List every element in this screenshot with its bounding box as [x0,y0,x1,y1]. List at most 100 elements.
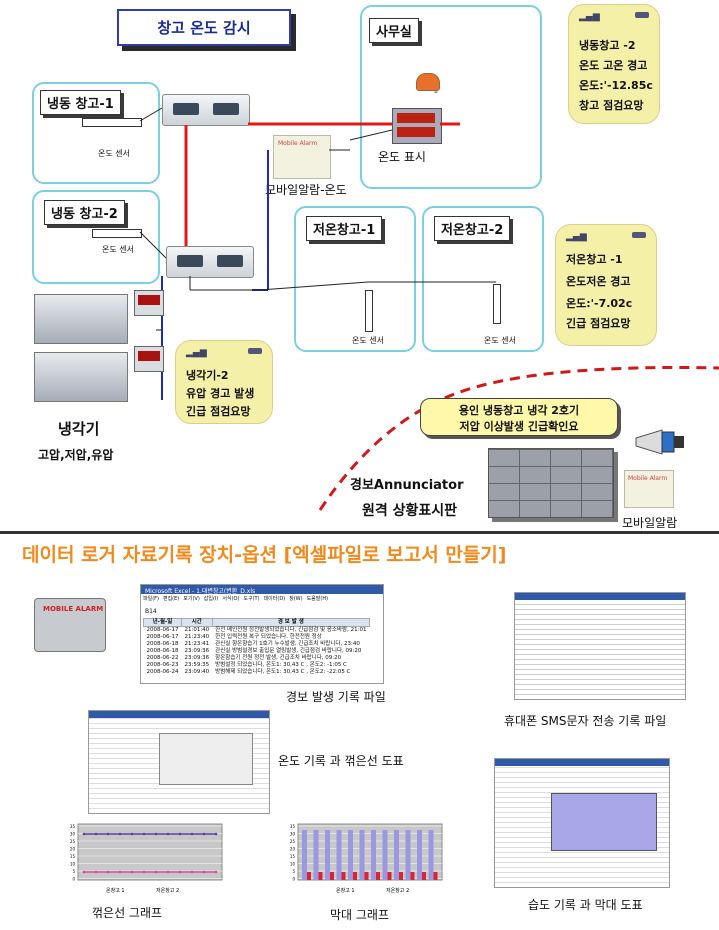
megaphone-icon [632,428,688,456]
data-point [94,870,98,874]
bar-series-2 [353,872,357,880]
bar-series-2 [387,872,392,880]
bar-series-1 [325,830,330,880]
excel-cell: 항온항습기 전원 정전 발생, 긴급조치 바랍니다, 09:20 [215,655,342,661]
tick-label: 35 [70,824,76,829]
chiller-sub: 고압,저압,유압 [38,448,114,462]
excel-cell: 관신실 방범설경보 출입문 열림발생, 긴급점검 바랍니다, 09:20 [215,648,362,654]
excel-cell: 2008-06-17 [146,634,179,640]
chiller-unit [34,294,128,344]
sms-line: 긴급 점검요망 [186,405,251,418]
annunciator-title: 경보Annunciator [350,478,464,493]
tick-label: 0 [292,877,295,882]
tick-label: 10 [70,862,76,867]
data-point [178,870,182,874]
excel-menu-item: 도움말(H) [306,596,329,602]
sensor-label: 온도 센서 [352,336,384,345]
sensor-label: 온도 센서 [102,245,134,254]
excel-cell: 21:01:40 [184,627,210,633]
data-point [82,870,86,874]
data-point [190,832,194,836]
tick-label: 5 [72,869,75,874]
excel-cell: 방범설정 되었습니다, 온도1: 30,43 C , 온도2: -1:05 C [215,662,347,668]
excel-header: 경 보 발 생 [211,618,370,627]
temp-record-sheet [88,710,270,814]
display-caption: 온도 표시 [378,150,426,164]
bar-series-1 [336,830,342,880]
sms-line: 온도 고온 경고 [579,59,648,72]
bar-series-1 [382,830,388,880]
excel-cell: 2008-06-17 [146,627,179,633]
freezer-room-2-label: 냉동 창고-2 [44,200,125,225]
alert-bubble: 용인 냉동창고 냉각 2호기 저압 이상발생 긴급확인요 [420,398,618,436]
sms-line: 유압 경고 발생 [186,387,255,400]
device-text: MOBILE ALARM [43,605,104,613]
bubble-line: 용인 냉동창고 냉각 2호기 [458,404,580,417]
bar-series-1 [359,830,365,880]
chiller-meter [134,290,164,316]
excel-menu-item: 창(W) [289,596,303,602]
temperature-display [392,108,442,144]
excel-menu-item: 데이터(D) [263,596,286,602]
bar-series-2 [364,872,369,880]
controller-box-1 [162,94,250,126]
excel-menu-item: 파일(F) [143,596,159,602]
tick-label: 20 [70,847,76,852]
data-point [82,832,86,836]
data-point [142,832,146,836]
data-point [94,832,98,836]
sms-line: 온도저온 경고 [566,275,631,288]
sms-phone-top: ▂▄▆ 냉동창고 -2 온도 고온 경고 온도:'-12.85c 창고 점검요망 [568,4,660,124]
data-point [106,870,110,874]
excel-menu-item: 보기(V) [183,596,200,602]
excel-cell: 한전 입력전원 복구 되었습니다. 한전전원 정상 [215,634,322,640]
data-point [142,870,146,874]
cold-room-2-label: 저온창고-2 [434,216,511,241]
section-divider [0,531,719,534]
data-point [118,870,122,874]
bar-series-2 [376,872,380,880]
signal-icon: ▂▄▆ [186,348,207,358]
battery-icon [635,12,649,18]
logger-heading: 데이터 로거 자료기록 장치-옵션 [엑셀파일로 보고서 만들기] [22,544,507,566]
excel-alarm-log: Microsoft Excel - 1.대변창고(변환_D.xls 파일(F)편… [140,584,384,684]
annunciator-panel [488,448,614,518]
tick-label: 15 [290,854,296,859]
tick-label: 20 [290,847,296,852]
tick-label: 30 [290,832,296,837]
excel-header: 년-월-일 [143,618,182,627]
excel-menu-item: 서식(O) [222,596,240,602]
excel-menu-item: 편집(E) [162,596,180,602]
bar-series-1 [302,830,307,880]
bubble-line: 저압 이상발생 긴급확인요 [459,420,579,433]
wiring-diagram [139,107,719,511]
cold-room-1-label: 저온창고-1 [306,216,383,241]
device-text: Mobile Alarm [278,140,318,147]
excel-cell: 21:23:40 [184,634,210,640]
legend-entry: 저온창고 2 [386,887,409,894]
excel-cell-ref: B14 [145,608,157,615]
excel-cell: 23:09:36 [184,648,210,654]
tick-label: 10 [290,862,296,867]
bar-series-2 [341,872,346,880]
excel-cell: 23:09:36 [184,655,210,661]
sms-line: 저온창고 -1 [566,253,623,266]
sms-phone-mid: ▂▄▆ 저온창고 -1 온도저온 경고 온도:'-7.02c 긴급 점검요망 [555,224,657,346]
data-point [214,870,218,874]
excel-cell: 2008-06-23 [146,662,179,668]
data-point [178,832,182,836]
bar-series-1 [394,830,399,880]
sms-file-caption: 휴대폰 SMS문자 전송 기록 파일 [504,714,667,728]
data-point [202,870,206,874]
data-logger-device: MOBILE ALARM [34,598,106,652]
sms-log-sheet [514,592,686,700]
data-point [166,832,170,836]
display-minus: - [434,85,438,98]
bar-series-1 [371,830,376,880]
legend-entry: 온창고 1 [106,887,125,894]
battery-icon [632,232,646,238]
